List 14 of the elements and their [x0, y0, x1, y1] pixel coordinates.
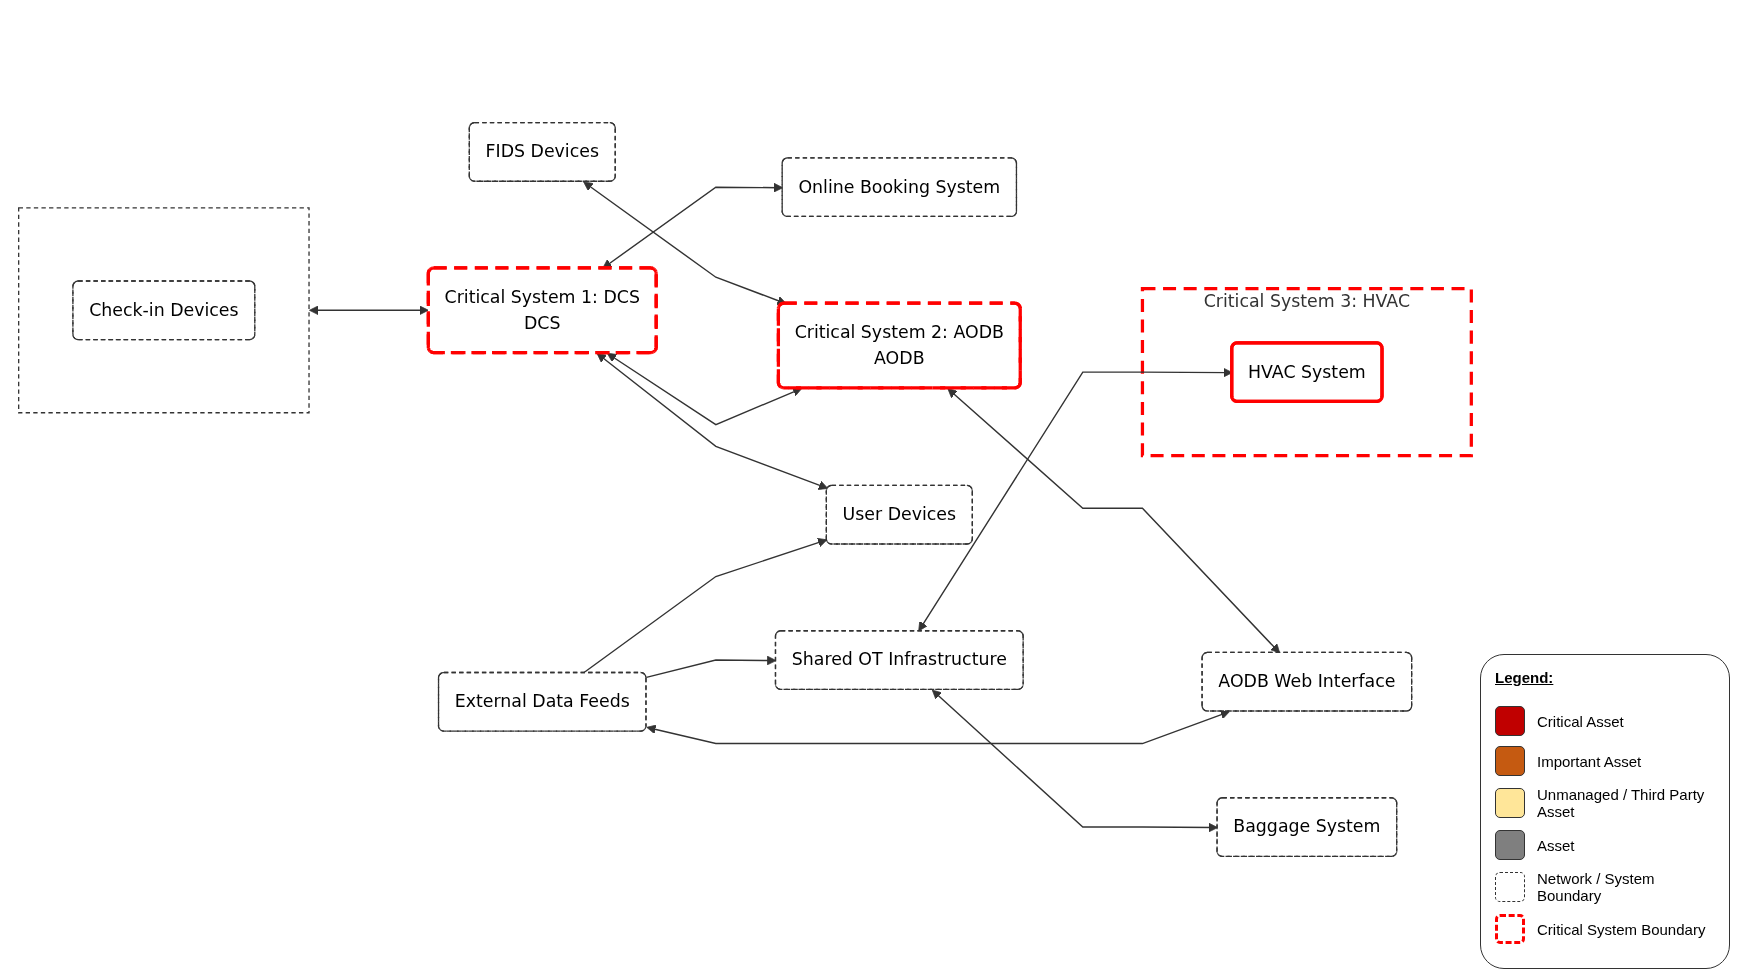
legend-text: Critical Asset — [1537, 712, 1624, 730]
legend-text: Network / System Boundary — [1537, 870, 1656, 904]
arrow — [583, 181, 787, 306]
arrow — [582, 538, 828, 674]
arrow — [606, 352, 803, 426]
arrow — [646, 710, 1230, 745]
arrow — [947, 388, 1281, 654]
legend-title: Legend: — [1495, 669, 1554, 686]
legend-text: Unmanaged / Third Party Asset — [1537, 786, 1706, 820]
legend-text: Critical System Boundary — [1537, 920, 1706, 938]
cluster — [18, 207, 310, 414]
arrow — [596, 352, 829, 490]
legend-text: Important Asset — [1537, 752, 1642, 770]
legend-text: Asset — [1537, 836, 1575, 854]
